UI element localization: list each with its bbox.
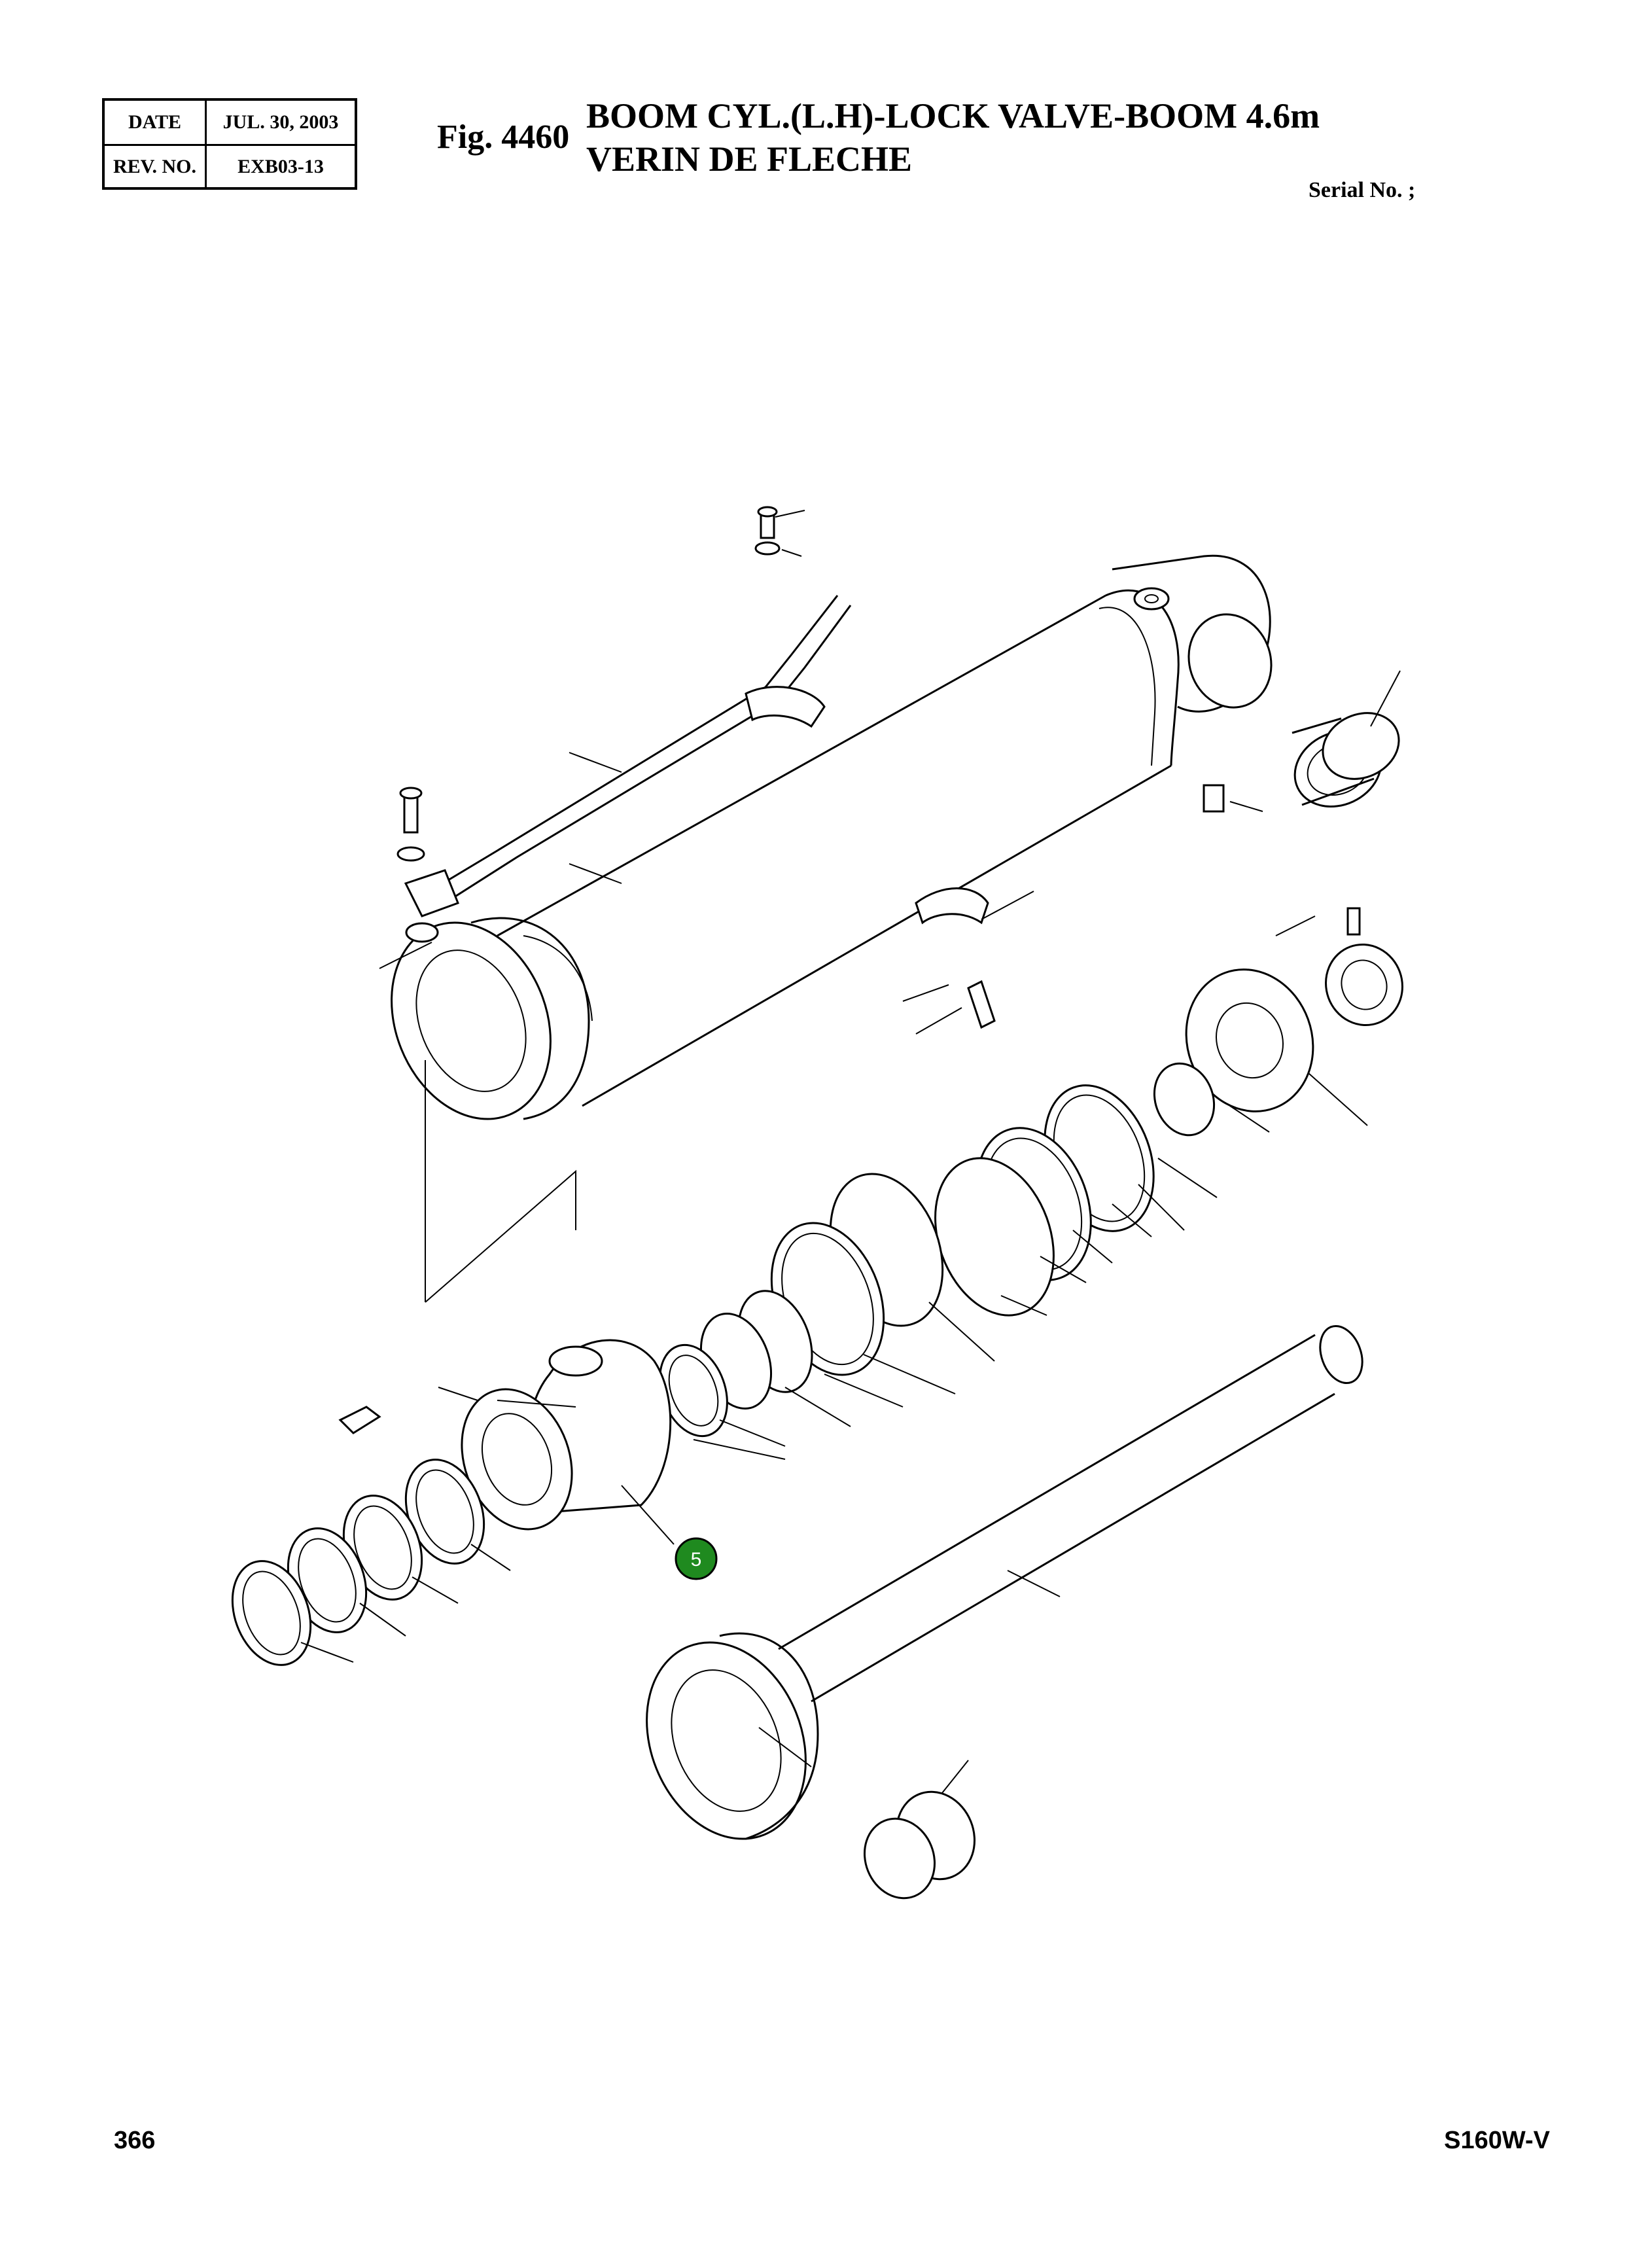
cylinder-tube bbox=[391, 554, 1273, 1120]
leader-lines bbox=[300, 510, 1401, 1794]
rod-gland bbox=[461, 1339, 672, 1531]
revision-row: REV. NO. EXB03-13 bbox=[105, 145, 355, 188]
date-label: DATE bbox=[105, 101, 207, 144]
bushing-top bbox=[1292, 712, 1400, 808]
revision-table: DATE JUL. 30, 2003 REV. NO. EXB03-13 bbox=[102, 98, 357, 190]
title-french: VERIN DE FLECHE bbox=[586, 139, 913, 179]
date-row: DATE JUL. 30, 2003 bbox=[105, 101, 355, 146]
date-value: JUL. 30, 2003 bbox=[222, 111, 339, 133]
piston-assembly bbox=[1153, 943, 1403, 1137]
seal-rings bbox=[659, 1084, 1155, 1438]
bolts bbox=[338, 506, 1361, 1434]
piston-rod bbox=[646, 1324, 1363, 1900]
model-number: S160W-V bbox=[1444, 2127, 1550, 2154]
title-english: BOOM CYL.(L.H)-LOCK VALVE-BOOM 4.6m bbox=[586, 96, 1320, 135]
valve-pipe bbox=[404, 595, 989, 925]
serial-number-label: Serial No. ; bbox=[1309, 178, 1416, 202]
revision-label: REV. NO. bbox=[105, 145, 207, 188]
wiper-rings bbox=[231, 1459, 485, 1666]
callout-5[interactable]: 5 bbox=[675, 1537, 718, 1580]
callout-5-label: 5 bbox=[691, 1549, 702, 1570]
revision-value: EXB03-13 bbox=[237, 156, 324, 177]
figure-number: Fig. 4460 bbox=[437, 118, 570, 156]
page-number: 366 bbox=[114, 2127, 156, 2154]
